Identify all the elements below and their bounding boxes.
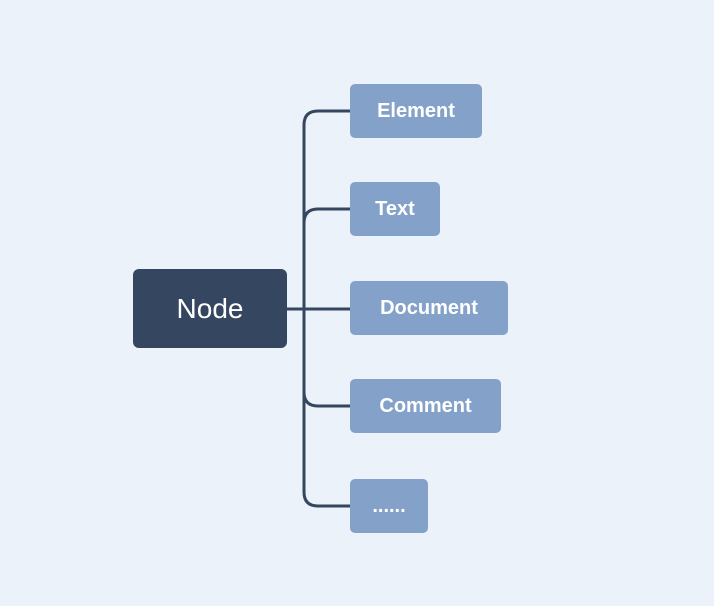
branch-trunk-line [302, 109, 352, 508]
child-node-document: Document [350, 281, 508, 335]
child-node-label: Document [380, 296, 478, 319]
child-node-element: Element [350, 84, 482, 138]
child-node-label: Element [377, 99, 455, 122]
child-node-label: ...... [372, 494, 406, 517]
child-node-more: ...... [350, 479, 428, 533]
child-node-text: Text [350, 182, 440, 236]
child-node-label: Text [375, 197, 415, 220]
root-node-label: Node [176, 292, 244, 324]
branch-line-text [302, 207, 350, 224]
child-node-label: Comment [379, 394, 472, 417]
branch-line-comment [302, 391, 350, 408]
child-node-comment: Comment [350, 379, 501, 433]
root-node: Node [133, 269, 287, 348]
